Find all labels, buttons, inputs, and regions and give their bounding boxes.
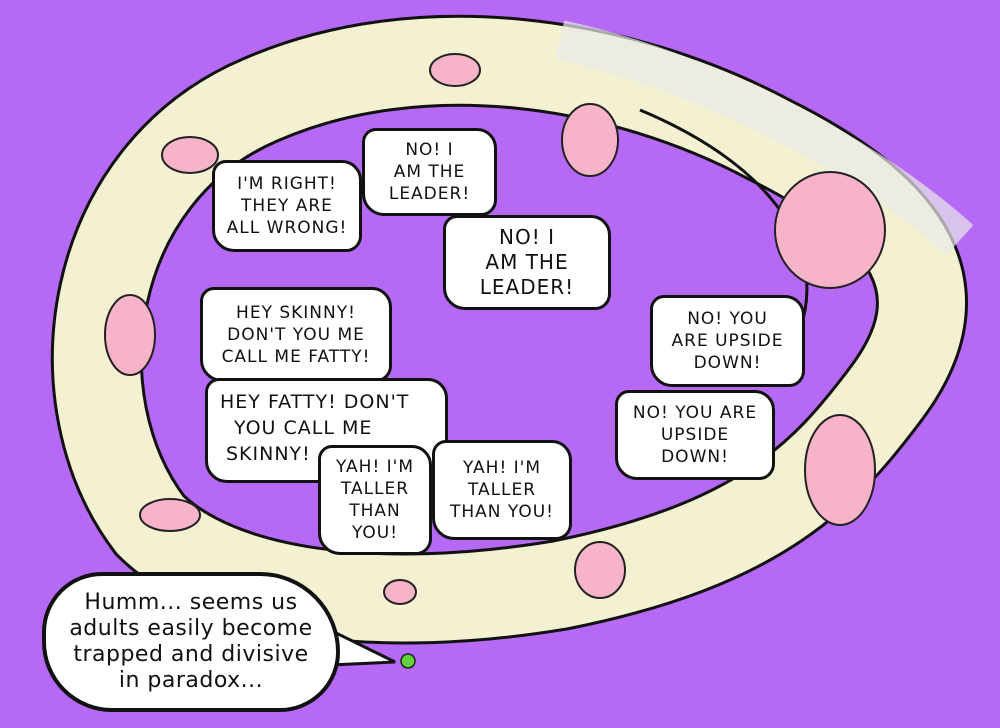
character — [574, 541, 626, 599]
green-dot — [400, 653, 416, 669]
bubble-line: I'M RIGHT! — [237, 174, 337, 194]
bubble-line: Humm... seems us — [84, 590, 298, 615]
bubble-line: NO! I — [499, 225, 555, 249]
bubble-line: SKINNY! — [226, 443, 311, 465]
bubble-line: ALL WRONG! — [226, 218, 348, 238]
bubble-line: YOU! — [351, 523, 399, 543]
bubble-line: YAH! I'M — [335, 457, 415, 477]
speech-bubble-narrator: Humm... seems us adults easily become tr… — [42, 572, 340, 712]
band-shading — [555, 20, 974, 255]
bubble-line: NO! YOU ARE — [632, 403, 758, 423]
speech-bubble-hey-skinny: HEY SKINNY! DON'T YOU ME CALL ME FATTY! — [200, 287, 392, 382]
bubble-line: THAN YOU! — [449, 502, 554, 522]
bubble-line: NO! YOU — [687, 309, 768, 329]
bubble-line: in paradox... — [118, 668, 264, 693]
character — [161, 136, 219, 174]
bubble-line: DON'T YOU ME — [227, 324, 365, 345]
character — [383, 579, 417, 605]
bubble-line: trapped and divisive — [73, 642, 309, 667]
speech-bubble-taller-2: YAH! I'M TALLER THAN YOU! — [432, 440, 572, 540]
speech-bubble-leader-1: NO! I AM THE LEADER! — [362, 128, 497, 216]
bubble-line: AM THE — [485, 250, 569, 274]
bubble-line: ARE UPSIDE — [671, 331, 784, 351]
character — [139, 498, 201, 532]
bubble-line: NO! I — [405, 140, 454, 160]
speech-bubble-taller-1: YAH! I'M TALLER THAN YOU! — [318, 445, 432, 555]
bubble-line: LEADER! — [479, 275, 575, 299]
speech-bubble-upside-1: NO! YOU ARE UPSIDE DOWN! — [650, 295, 805, 387]
bubble-line: YOU CALL ME — [234, 417, 373, 439]
bubble-line: LEADER! — [388, 184, 471, 204]
bubble-line: TALLER — [340, 479, 410, 499]
character — [429, 53, 481, 87]
bubble-line: DOWN! — [661, 447, 729, 467]
speech-bubble-upside-2: NO! YOU ARE UPSIDE DOWN! — [615, 390, 775, 480]
band-twist-line — [639, 108, 809, 331]
bubble-line: DOWN! — [693, 353, 762, 373]
bubble-line: adults easily become — [69, 616, 313, 641]
speech-bubble-im-right: I'M RIGHT! THEY ARE ALL WRONG! — [212, 160, 362, 252]
character — [104, 294, 156, 376]
bubble-line: THAN — [349, 501, 401, 521]
character — [804, 414, 876, 526]
bubble-line: YAH! I'M — [462, 458, 542, 478]
speech-bubble-leader-2: NO! I AM THE LEADER! — [443, 215, 611, 310]
bubble-line: CALL ME FATTY! — [221, 346, 371, 367]
bubble-line: THEY ARE — [241, 196, 333, 216]
characters — [104, 53, 886, 605]
character — [774, 171, 886, 289]
bubble-line: UPSIDE — [660, 425, 730, 445]
bubble-line: AM THE — [393, 162, 466, 182]
bubble-line: TALLER — [467, 480, 537, 500]
bubble-line: HEY SKINNY! — [236, 302, 356, 323]
bubble-line: HEY FATTY! DON'T — [220, 391, 410, 413]
character — [561, 103, 619, 177]
